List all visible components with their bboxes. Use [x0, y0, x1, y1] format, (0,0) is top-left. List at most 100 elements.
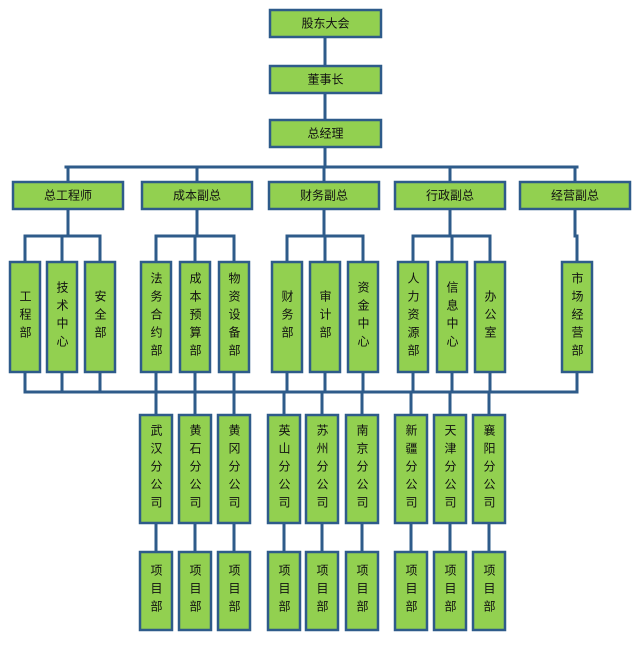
branch-box: 襄阳分公司: [471, 413, 507, 525]
project-box-rect: [138, 550, 174, 632]
dept-box-rect: [83, 260, 117, 374]
branch-box: 黄冈分公司: [216, 413, 252, 525]
project-box: 项目部: [432, 550, 468, 632]
dept-box-label: 市场经营部: [570, 271, 584, 362]
box-chief-engineer-label: 总工程师: [44, 188, 92, 203]
dept-box-rect: [139, 260, 173, 374]
project-box-label: 项目部: [227, 564, 241, 618]
project-box-label: 项目部: [355, 564, 369, 618]
dept-box-label: 人力资源部: [406, 272, 420, 362]
dept-box: 办公室: [473, 260, 507, 374]
box-gm: 总经理: [268, 118, 383, 149]
project-box-label: 项目部: [315, 564, 329, 618]
project-box: 项目部: [177, 550, 213, 632]
project-box-rect: [344, 550, 380, 632]
dept-box-rect: [435, 260, 469, 374]
box-gm-rect: [268, 118, 383, 149]
branch-box-rect: [266, 413, 302, 525]
dept-box-rect: [8, 260, 42, 374]
branch-box-label: 黄冈分公司: [227, 424, 241, 514]
branch-box-label: 南京分公司: [355, 423, 369, 514]
branch-box-rect: [216, 413, 252, 525]
dept-box-rect: [308, 260, 342, 374]
dept-box-label: 信息中心: [445, 281, 459, 353]
dept-box-rect: [178, 260, 212, 374]
branch-box: 黄石分公司: [177, 413, 213, 525]
branch-box: 新疆分公司: [393, 413, 429, 525]
box-admin-vp-rect: [393, 180, 507, 211]
box-admin-vp: 行政副总: [393, 180, 507, 211]
dept-box-label: 技术中心: [55, 281, 69, 353]
branch-box-label: 苏州分公司: [315, 424, 329, 514]
branch-box-label: 英山分公司: [277, 424, 291, 514]
dept-box-rect: [560, 260, 594, 374]
dept-box: 人力资源部: [396, 260, 430, 374]
project-box-rect: [304, 550, 340, 632]
dept-box-label: 审计部: [318, 289, 332, 344]
dept-box: 财务部: [270, 260, 304, 374]
project-box-label: 项目部: [277, 564, 291, 618]
branch-box-label: 新疆分公司: [404, 423, 418, 514]
dept-box: 工程部: [8, 260, 42, 374]
project-box: 项目部: [216, 550, 252, 632]
dept-box-rect: [217, 260, 251, 374]
branch-box-label: 武汉分公司: [149, 424, 163, 514]
project-box: 项目部: [266, 550, 302, 632]
project-box-rect: [393, 550, 429, 632]
box-finance-vp: 财务副总: [267, 180, 381, 211]
dept-box: 资金中心: [346, 260, 380, 374]
box-gm-label: 总经理: [307, 127, 343, 141]
branch-box-rect: [393, 413, 429, 525]
branch-box-label: 天津分公司: [443, 424, 457, 514]
dept-box-label: 办公室: [483, 289, 497, 344]
dept-box-label: 安全部: [93, 289, 107, 344]
box-shareholders-rect: [268, 8, 383, 39]
dept-box-label: 工程部: [18, 290, 32, 344]
project-box-label: 项目部: [149, 564, 163, 618]
dept-box-rect: [270, 260, 304, 374]
dept-box-rect: [473, 260, 507, 374]
box-chairman: 董事长: [268, 64, 383, 95]
box-cost-vp-rect: [140, 180, 254, 211]
branch-box-rect: [432, 413, 468, 525]
project-box: 项目部: [304, 550, 340, 632]
branch-box-label: 襄阳分公司: [482, 423, 496, 514]
box-operations-vp: 经营副总: [518, 180, 632, 211]
project-box-label: 项目部: [482, 564, 496, 618]
dept-box: 市场经营部: [560, 260, 594, 374]
branch-box: 苏州分公司: [304, 413, 340, 525]
dept-box: 物资设备部: [217, 260, 251, 374]
branch-box-rect: [138, 413, 174, 525]
project-box-rect: [432, 550, 468, 632]
dept-box-label: 财务部: [280, 290, 294, 344]
branch-box: 南京分公司: [344, 413, 380, 525]
dept-box: 信息中心: [435, 260, 469, 374]
project-box-label: 项目部: [188, 564, 202, 618]
dept-box: 法务合约部: [139, 260, 173, 374]
org-boxes: 股东大会董事长总经理总工程师工程部技术中心安全部成本副总法务合约部成本预算部物资…: [8, 8, 632, 632]
branch-box-rect: [177, 413, 213, 525]
project-box-rect: [266, 550, 302, 632]
dept-box-label: 资金中心: [356, 281, 370, 353]
dept-box-label: 物资设备部: [227, 272, 241, 362]
branch-box: 天津分公司: [432, 413, 468, 525]
project-box: 项目部: [138, 550, 174, 632]
project-box-rect: [471, 550, 507, 632]
project-box-label: 项目部: [443, 564, 457, 618]
box-chief-engineer: 总工程师: [11, 180, 125, 211]
box-shareholders: 股东大会: [268, 8, 383, 39]
project-box-rect: [177, 550, 213, 632]
box-shareholders-label: 股东大会: [301, 17, 349, 31]
project-box-label: 项目部: [404, 564, 418, 618]
box-chairman-rect: [268, 64, 383, 95]
box-finance-vp-label: 财务副总: [300, 188, 348, 203]
branch-box: 武汉分公司: [138, 413, 174, 525]
dept-box-label: 成本预算部: [188, 272, 202, 362]
dept-box-rect: [396, 260, 430, 374]
dept-box-rect: [346, 260, 380, 374]
dept-box: 安全部: [83, 260, 117, 374]
branch-box: 英山分公司: [266, 413, 302, 525]
project-box: 项目部: [344, 550, 380, 632]
connector-lines: [23, 35, 579, 554]
